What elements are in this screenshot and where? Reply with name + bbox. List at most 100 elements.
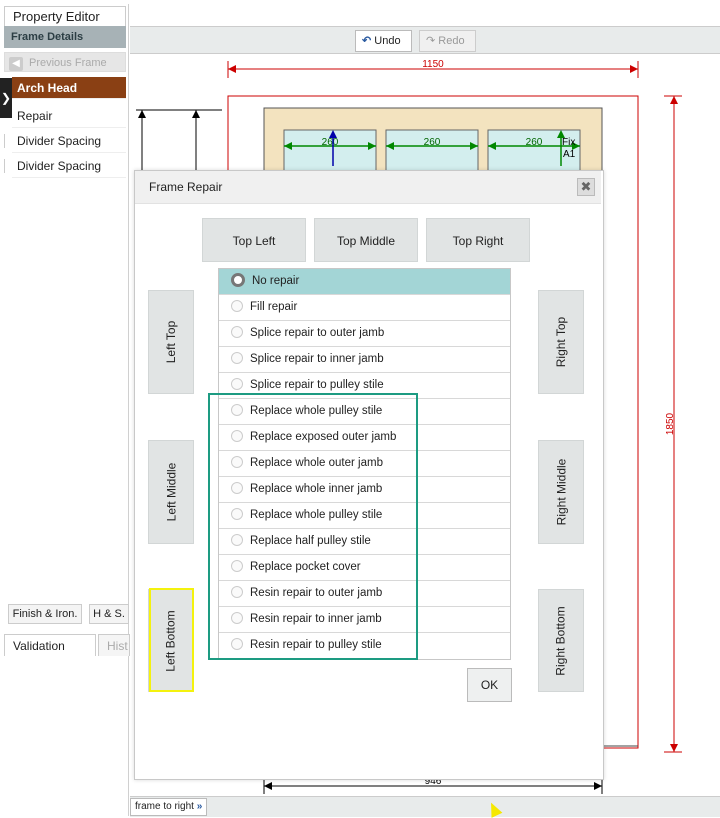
sidebar-item-repair[interactable]: Repair xyxy=(12,104,126,128)
dimension-arrow xyxy=(284,142,292,150)
item-marker xyxy=(4,159,13,173)
radio-icon xyxy=(231,533,243,546)
radio-icon xyxy=(231,299,243,312)
option-label: Replace exposed outer jamb xyxy=(250,431,397,443)
dimension-arrow xyxy=(264,782,272,790)
dialog-title: Frame Repair xyxy=(149,180,223,194)
pane-label: Fix xyxy=(562,137,575,148)
sidebar-item-divider-spacing[interactable]: Divider Spacing xyxy=(12,129,126,153)
redo-label: Redo xyxy=(438,35,465,47)
option-replace-whole-pulley-stile[interactable]: Replace whole pulley stile xyxy=(219,399,510,425)
option-splice-inner-jamb[interactable]: Splice repair to inner jamb xyxy=(219,347,510,373)
radio-icon xyxy=(231,481,243,494)
highlight-box-green xyxy=(208,393,418,660)
ok-button[interactable]: OK xyxy=(467,668,512,702)
right-middle-label: Right Middle xyxy=(554,458,569,526)
tab-validation[interactable]: Validation xyxy=(4,634,96,656)
option-label: No repair xyxy=(252,275,300,287)
radio-icon xyxy=(231,429,243,442)
option-label: Resin repair to inner jamb xyxy=(250,613,382,625)
left-middle-button[interactable]: Left Middle xyxy=(148,440,194,544)
dimension-arrow xyxy=(228,65,236,73)
frame-to-right-tab[interactable]: frame to right » xyxy=(130,798,208,816)
sidebar-item-divider-spacing[interactable]: Divider Spacing xyxy=(12,154,126,178)
dimension-bottom-label: 946 xyxy=(425,776,442,787)
right-bottom-label: Right Bottom xyxy=(554,605,568,676)
option-label: Fill repair xyxy=(250,301,298,313)
option-replace-whole-pulley-stile[interactable]: Replace whole pulley stile xyxy=(219,503,510,529)
undo-icon: ↶ xyxy=(362,35,372,47)
radio-icon xyxy=(231,377,243,390)
option-no-repair[interactable]: No repair xyxy=(219,269,510,295)
option-label: Replace whole pulley stile xyxy=(250,405,383,417)
option-label: Resin repair to pulley stile xyxy=(250,639,382,651)
dimension-arrow xyxy=(557,130,565,138)
option-label: Replace whole pulley stile xyxy=(250,509,383,521)
option-fill-repair[interactable]: Fill repair xyxy=(219,295,510,321)
dimension-arrow xyxy=(670,96,678,104)
radio-icon xyxy=(231,559,243,572)
finish-iron-button[interactable]: Finish & Iron. xyxy=(8,604,82,624)
right-middle-button[interactable]: Right Middle xyxy=(538,440,584,544)
bottom-bar xyxy=(130,796,720,817)
radio-icon xyxy=(231,611,243,624)
top-right-button[interactable]: Top Right xyxy=(426,218,530,262)
tab-history[interactable]: Hist xyxy=(98,634,130,656)
repair-options-list: No repair Fill repair Splice repair to o… xyxy=(218,268,511,660)
frame-to-right-label: frame to right xyxy=(135,801,194,812)
top-middle-button[interactable]: Top Middle xyxy=(314,218,418,262)
option-resin-outer-jamb[interactable]: Resin repair to outer jamb xyxy=(219,581,510,607)
dimension-arrow xyxy=(368,142,376,150)
dimension-arrow xyxy=(386,142,394,150)
dialog-header xyxy=(135,171,601,204)
property-editor-panel xyxy=(4,4,129,816)
radio-icon xyxy=(231,272,245,287)
radio-icon xyxy=(231,403,243,416)
option-label: Splice repair to inner jamb xyxy=(250,353,384,365)
option-label: Splice repair to pulley stile xyxy=(250,379,384,391)
option-replace-whole-inner-jamb[interactable]: Replace whole inner jamb xyxy=(219,477,510,503)
option-replace-pocket-cover[interactable]: Replace pocket cover xyxy=(219,555,510,581)
dimension-arrow xyxy=(488,142,496,150)
option-replace-exposed-outer-jamb[interactable]: Replace exposed outer jamb xyxy=(219,425,510,451)
double-chevron-right-icon: » xyxy=(196,801,203,812)
left-top-button[interactable]: Left Top xyxy=(148,290,194,394)
item-marker xyxy=(4,134,13,148)
radio-icon xyxy=(231,507,243,520)
option-label: Replace whole outer jamb xyxy=(250,457,383,469)
radio-icon xyxy=(231,585,243,598)
undo-button[interactable]: ↶ Undo xyxy=(355,30,412,52)
redo-button[interactable]: ↷ Redo xyxy=(419,30,476,52)
dimension-right-label: 1850 xyxy=(665,412,676,435)
dimension-arrow xyxy=(630,65,638,73)
dimension-top-label: 1150 xyxy=(422,59,444,70)
previous-frame-button: ◀ Previous Frame xyxy=(4,52,126,72)
option-label: Replace pocket cover xyxy=(250,561,361,573)
option-resin-pulley-stile[interactable]: Resin repair to pulley stile xyxy=(219,633,510,659)
option-replace-whole-outer-jamb[interactable]: Replace whole outer jamb xyxy=(219,451,510,477)
option-replace-half-pulley-stile[interactable]: Replace half pulley stile xyxy=(219,529,510,555)
option-splice-outer-jamb[interactable]: Splice repair to outer jamb xyxy=(219,321,510,347)
frame-details-header[interactable]: Frame Details xyxy=(4,26,126,48)
dimension-arrow xyxy=(594,782,602,790)
dimension-arrow xyxy=(138,110,146,118)
expand-arrow-icon[interactable]: ❯ xyxy=(0,78,12,118)
close-icon[interactable]: ✖ xyxy=(577,178,595,196)
previous-frame-label: Previous Frame xyxy=(29,57,107,69)
dimension-arrow xyxy=(670,744,678,752)
previous-frame-icon: ◀ xyxy=(9,57,23,71)
radio-icon xyxy=(231,637,243,650)
top-left-button[interactable]: Top Left xyxy=(202,218,306,262)
redo-icon: ↷ xyxy=(426,35,436,47)
radio-icon xyxy=(231,325,243,338)
sidebar-item-arch-head[interactable]: Arch Head xyxy=(12,77,126,99)
left-middle-label: Left Middle xyxy=(164,462,179,522)
dimension-arrow xyxy=(329,130,337,138)
option-resin-inner-jamb[interactable]: Resin repair to inner jamb xyxy=(219,607,510,633)
right-bottom-button[interactable]: Right Bottom xyxy=(538,589,584,692)
pane-dimension-label: 260 xyxy=(322,137,339,148)
right-top-button[interactable]: Right Top xyxy=(538,290,584,394)
hs-button[interactable]: H & S. xyxy=(89,604,129,624)
option-label: Resin repair to outer jamb xyxy=(250,587,383,599)
pane-dimension-label: 260 xyxy=(424,137,441,148)
